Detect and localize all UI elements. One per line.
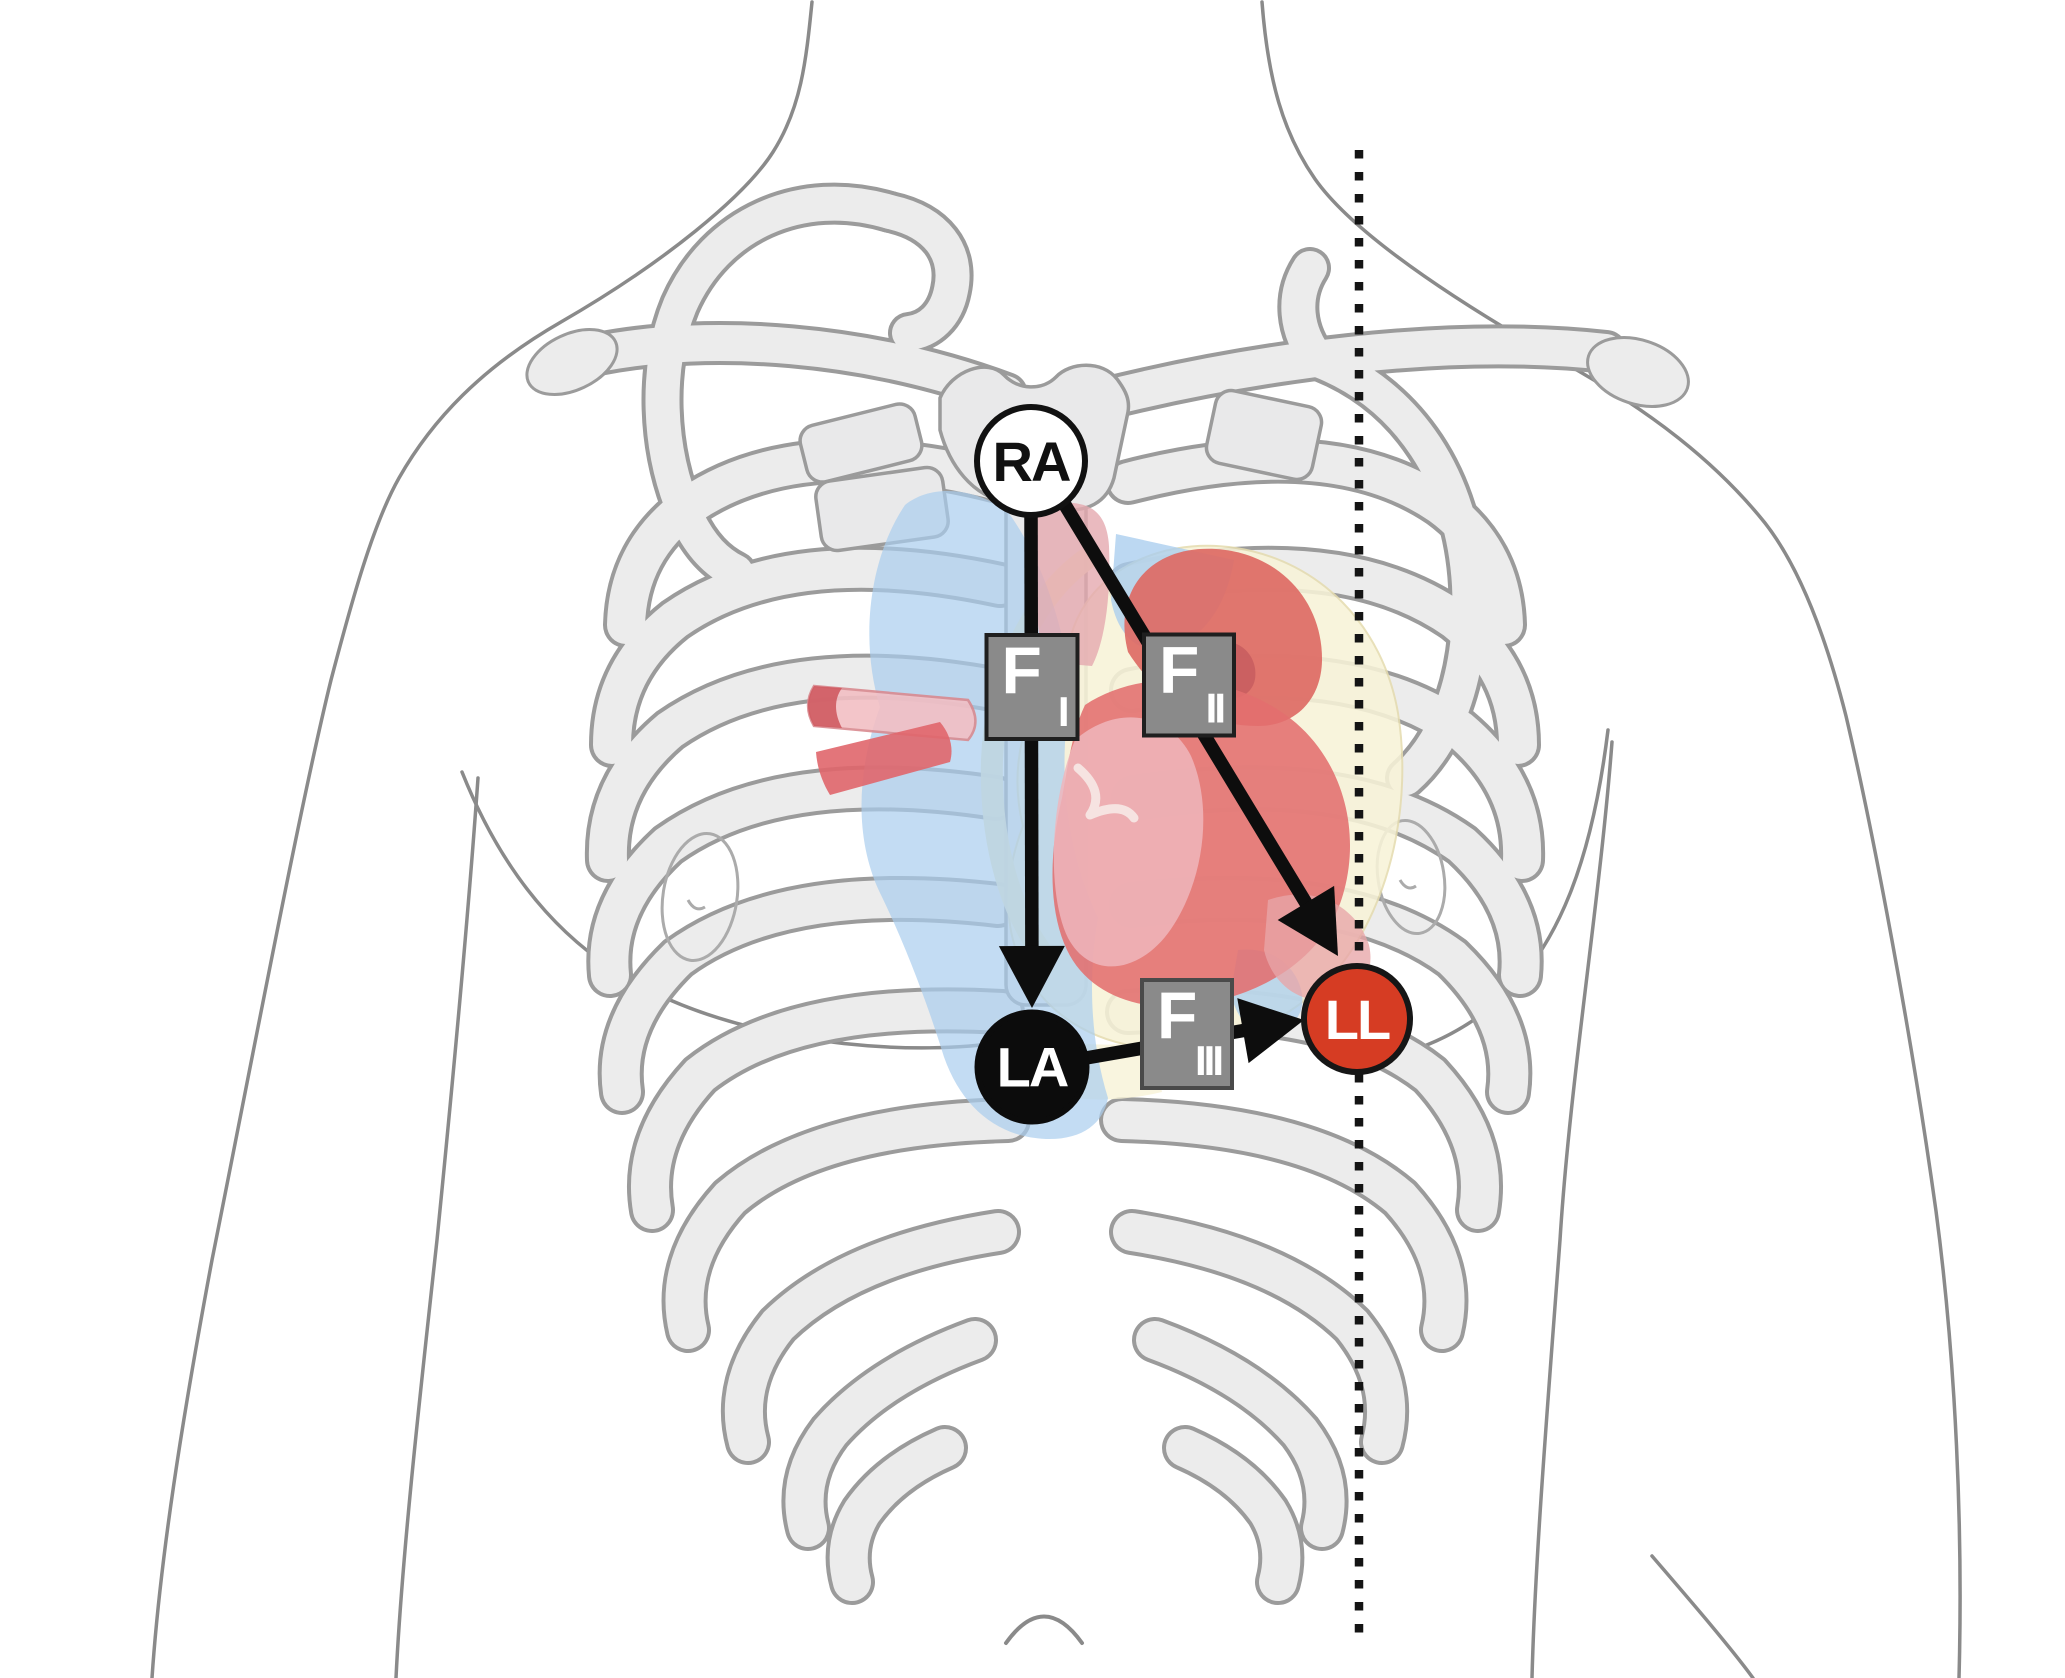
- force-label-FII: F II: [1142, 632, 1236, 738]
- left-neck-shoulder-arm-line: [150, 0, 814, 1678]
- force-FI-subscript: I: [1057, 688, 1070, 735]
- electrode-RA: RA: [974, 404, 1088, 518]
- electrode-RA-label: RA: [992, 429, 1072, 493]
- left-torso-edge-line: [394, 776, 480, 1678]
- force-label-FIII: F III: [1140, 978, 1234, 1090]
- force-label-FI: F I: [984, 633, 1080, 741]
- left-nipple: [660, 832, 740, 962]
- force-III-arrow-head: [1237, 998, 1304, 1064]
- force-FIII-subscript: III: [1194, 1037, 1224, 1084]
- right-elbow-crease-line: [1650, 1554, 1755, 1678]
- electrode-LL-label: LL: [1324, 987, 1391, 1051]
- heart-highlight-streak: [1073, 763, 1139, 823]
- force-FI-symbol: F: [1001, 633, 1042, 707]
- left-pulmonary-vessels: [806, 684, 977, 795]
- force-FII-subscript: II: [1205, 684, 1226, 732]
- force-II-arrow-head: [1277, 885, 1338, 956]
- force-FII-symbol: F: [1159, 632, 1200, 707]
- electrode-LL: LL: [1301, 963, 1413, 1075]
- right-torso-edge-line: [1530, 740, 1614, 1678]
- navel-arc: [1004, 1614, 1084, 1645]
- force-I-arrow-head: [998, 945, 1065, 1008]
- electrode-LA: LA: [974, 1009, 1090, 1125]
- electrode-LA-label: LA: [996, 1035, 1070, 1099]
- force-FIII-symbol: F: [1157, 978, 1198, 1052]
- right-neck-shoulder-arm-line: [1260, 0, 1962, 1678]
- scapula-nubs: [525, 328, 1690, 408]
